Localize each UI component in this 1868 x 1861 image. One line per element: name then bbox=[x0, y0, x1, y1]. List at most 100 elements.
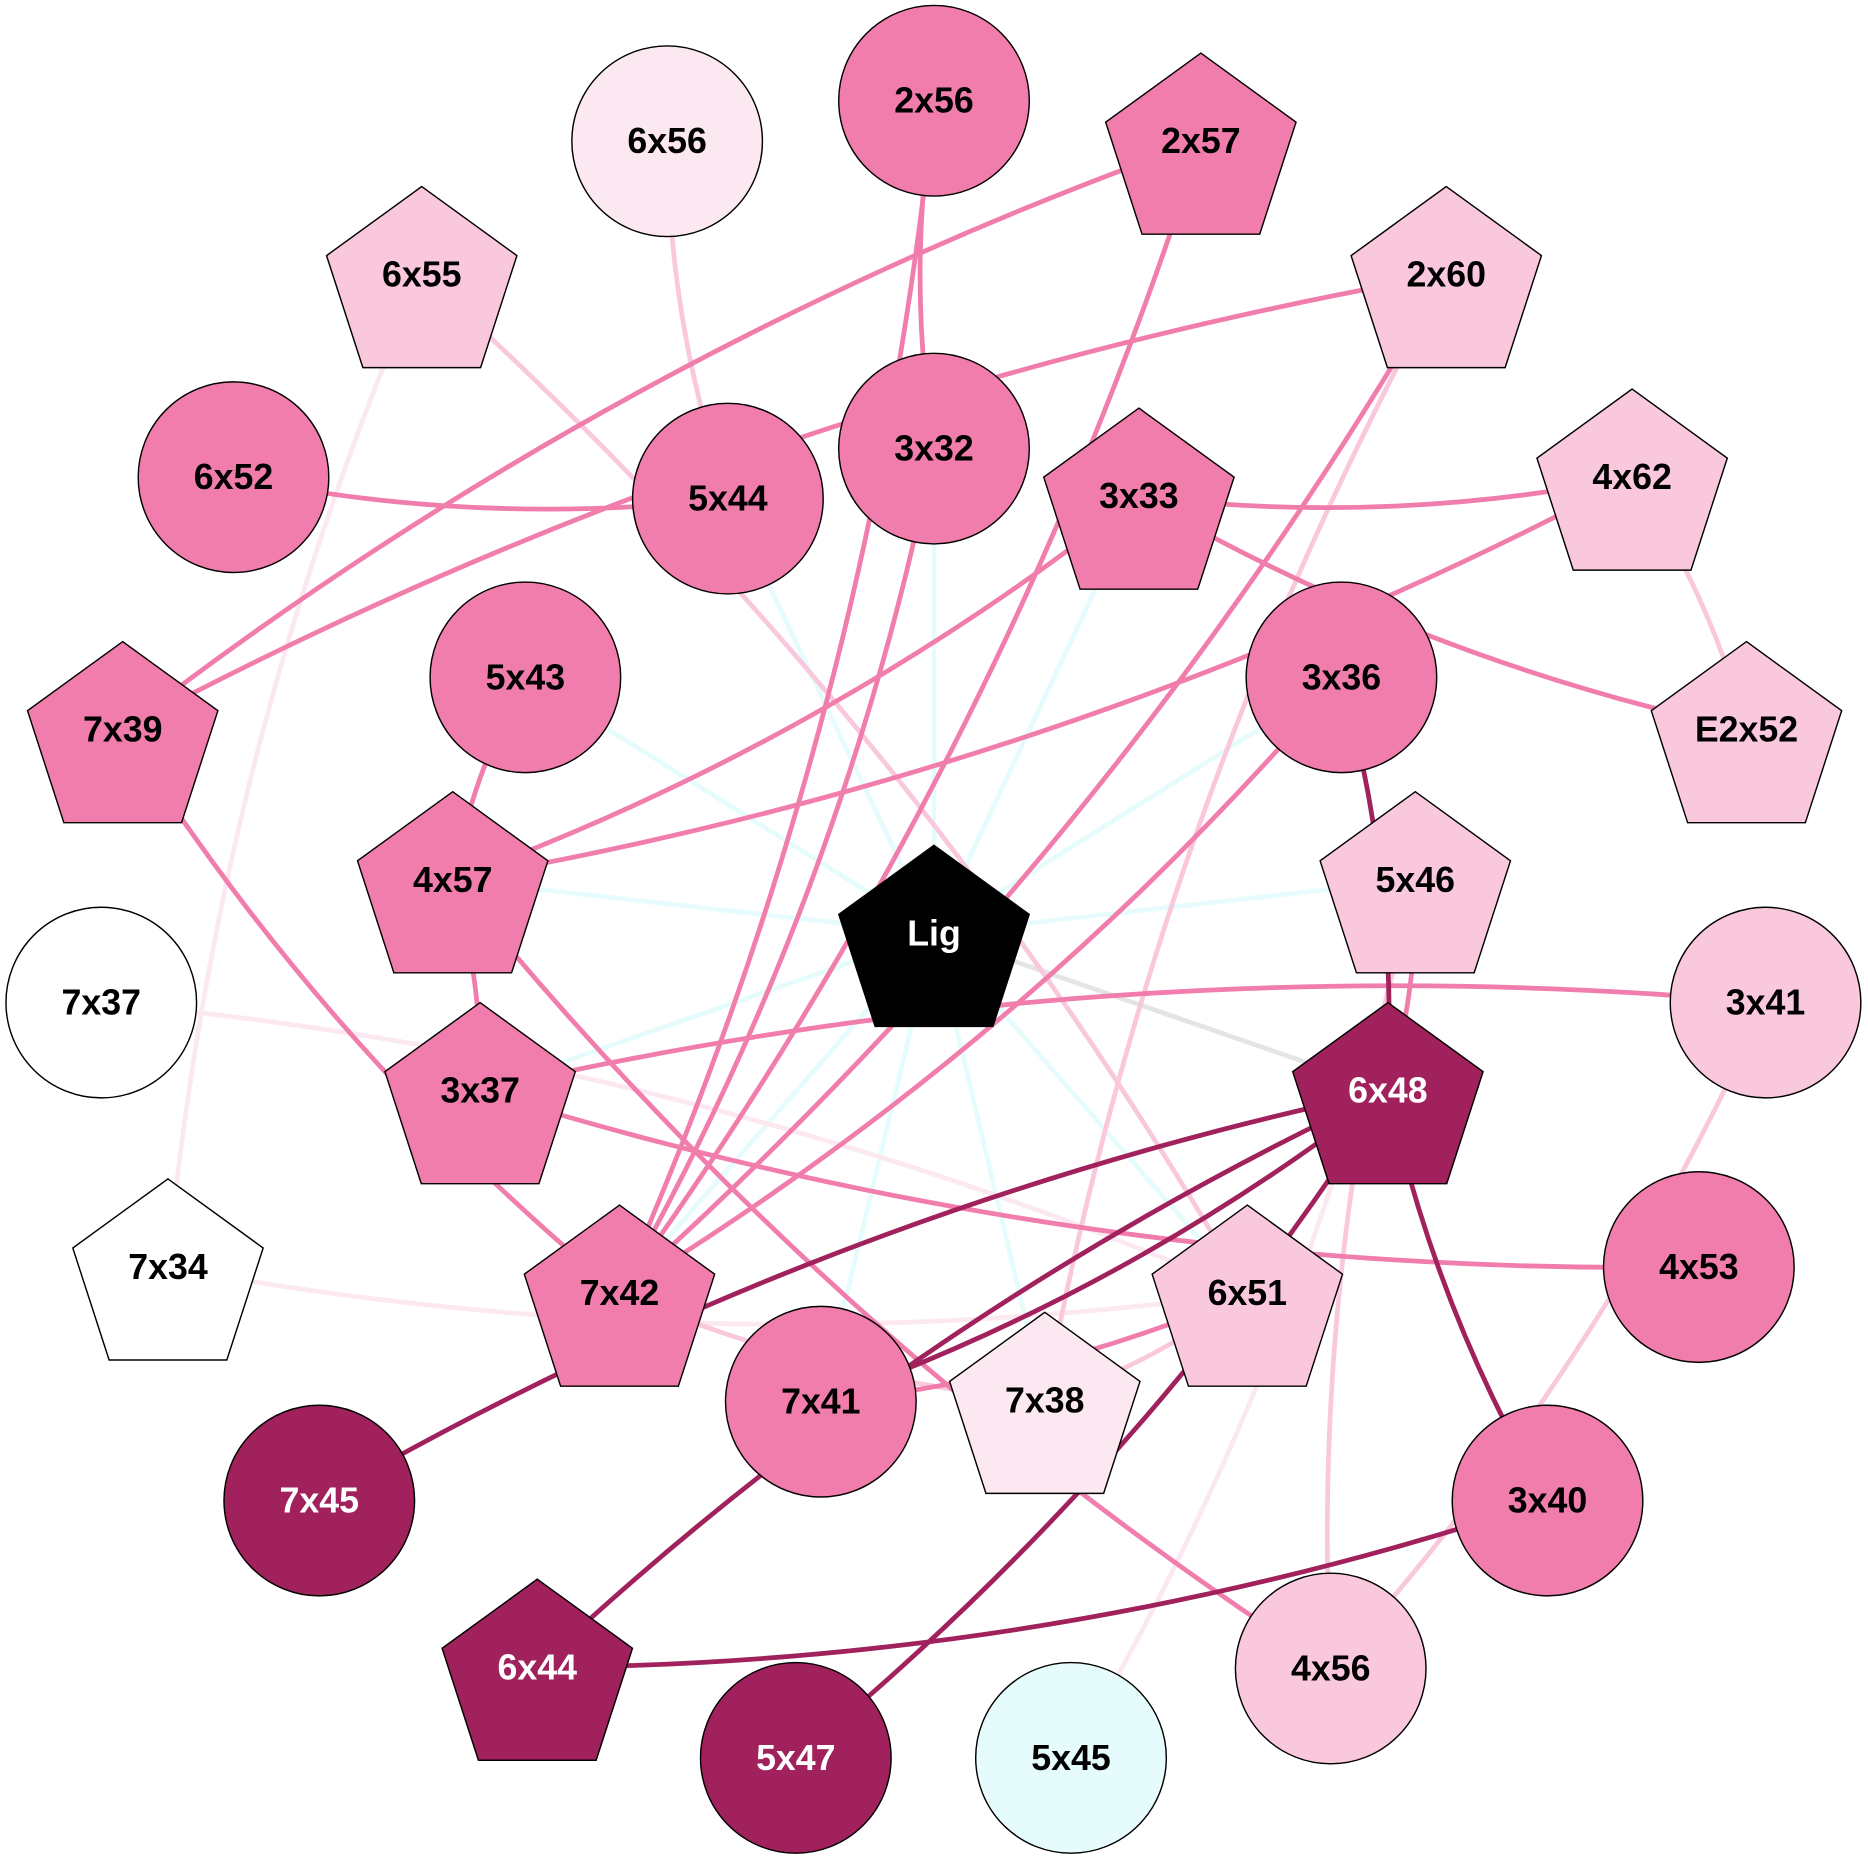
node-7x39[interactable]: 7x39 bbox=[26, 640, 219, 824]
node-pentagon-shape bbox=[71, 1178, 265, 1361]
node-circle-shape bbox=[837, 4, 1031, 197]
node-2x60[interactable]: 2x60 bbox=[1350, 185, 1543, 369]
node-6x51[interactable]: 6x51 bbox=[1151, 1204, 1344, 1387]
node-3x33[interactable]: 3x33 bbox=[1042, 407, 1235, 590]
node-circle-shape bbox=[631, 402, 824, 595]
node-3x37[interactable]: 3x37 bbox=[384, 1001, 577, 1185]
node-6x48[interactable]: 6x48 bbox=[1291, 1001, 1484, 1185]
node-circle-shape bbox=[571, 45, 764, 238]
node-7x38[interactable]: 7x38 bbox=[948, 1311, 1141, 1495]
node-4x57[interactable]: 4x57 bbox=[356, 790, 549, 974]
node-label: 6x55 bbox=[382, 255, 461, 295]
node-pentagon-shape bbox=[1350, 185, 1543, 369]
node-label: 5x45 bbox=[1031, 1738, 1110, 1778]
node-5x44[interactable]: 5x44 bbox=[631, 402, 824, 595]
node-label: 2x57 bbox=[1161, 121, 1240, 161]
edge-6x48-7x45 bbox=[318, 1088, 1389, 1503]
node-pentagon-shape bbox=[1291, 1001, 1484, 1185]
node-label: 5x43 bbox=[486, 657, 565, 697]
node-label: 4x53 bbox=[1659, 1247, 1738, 1287]
node-label: Lig bbox=[907, 913, 961, 953]
node-label: 3x37 bbox=[440, 1071, 519, 1111]
edge-3x36-7x42 bbox=[618, 675, 1344, 1296]
edge-6x48-6x44 bbox=[535, 1088, 1389, 1670]
node-pentagon-shape bbox=[1319, 790, 1512, 974]
node-Lig[interactable]: Lig bbox=[837, 844, 1031, 1028]
node-7x34[interactable]: 7x34 bbox=[71, 1178, 265, 1361]
node-6x56[interactable]: 6x56 bbox=[571, 45, 764, 238]
node-label: 7x42 bbox=[580, 1273, 659, 1313]
node-E2x52[interactable]: E2x52 bbox=[1650, 640, 1843, 824]
node-4x62[interactable]: 4x62 bbox=[1536, 388, 1729, 571]
node-3x40[interactable]: 3x40 bbox=[1451, 1404, 1644, 1597]
node-2x56[interactable]: 2x56 bbox=[837, 4, 1031, 197]
node-label: 7x34 bbox=[128, 1247, 208, 1287]
node-pentagon-shape bbox=[523, 1204, 716, 1387]
node-5x47[interactable]: 5x47 bbox=[699, 1661, 892, 1854]
edge-6x55-7x34 bbox=[165, 273, 424, 1268]
node-5x46[interactable]: 5x46 bbox=[1319, 790, 1512, 974]
node-pentagon-shape bbox=[1536, 388, 1729, 571]
edge-3x37-3x41 bbox=[479, 983, 1766, 1094]
node-7x45[interactable]: 7x45 bbox=[223, 1404, 416, 1597]
node-label: 4x56 bbox=[1291, 1649, 1370, 1689]
edge-4x57-4x56 bbox=[450, 878, 1333, 1671]
edge-2x57-7x42 bbox=[617, 140, 1204, 1295]
node-circle-shape bbox=[429, 581, 622, 774]
node-label: 5x46 bbox=[1376, 860, 1455, 900]
node-pentagon-shape bbox=[325, 185, 518, 369]
node-6x44[interactable]: 6x44 bbox=[441, 1578, 634, 1761]
edge-3x40-6x44 bbox=[537, 1498, 1549, 1670]
node-7x42[interactable]: 7x42 bbox=[523, 1204, 716, 1387]
node-7x37[interactable]: 7x37 bbox=[5, 906, 198, 1099]
node-label: 7x39 bbox=[83, 710, 162, 750]
node-2x57[interactable]: 2x57 bbox=[1104, 52, 1297, 235]
edge-2x60-7x42 bbox=[617, 273, 1449, 1296]
node-label: 4x57 bbox=[413, 860, 492, 900]
node-4x56[interactable]: 4x56 bbox=[1234, 1572, 1427, 1765]
node-pentagon-shape bbox=[1650, 640, 1843, 824]
node-label: 3x33 bbox=[1099, 476, 1178, 516]
node-7x41[interactable]: 7x41 bbox=[724, 1305, 917, 1498]
node-label: 3x41 bbox=[1726, 983, 1805, 1023]
node-circle-shape bbox=[5, 906, 198, 1099]
node-circle-shape bbox=[724, 1305, 917, 1498]
node-circle-shape bbox=[1602, 1171, 1795, 1364]
node-label: 2x56 bbox=[894, 81, 973, 121]
node-5x43[interactable]: 5x43 bbox=[429, 581, 622, 774]
node-label: E2x52 bbox=[1695, 710, 1798, 750]
edge-3x37-4x53 bbox=[479, 1088, 1699, 1270]
node-circle-shape bbox=[974, 1661, 1168, 1854]
edge-4x62-4x57 bbox=[452, 475, 1634, 883]
node-circle-shape bbox=[1234, 1572, 1427, 1765]
node-circle-shape bbox=[699, 1661, 892, 1854]
node-6x55[interactable]: 6x55 bbox=[325, 185, 518, 369]
node-pentagon-shape bbox=[384, 1001, 577, 1185]
node-pentagon-shape bbox=[441, 1578, 634, 1761]
node-3x41[interactable]: 3x41 bbox=[1669, 906, 1862, 1099]
node-pentagon-shape bbox=[1151, 1204, 1344, 1387]
node-circle-shape bbox=[137, 381, 330, 574]
edge-3x33-4x57 bbox=[451, 494, 1141, 883]
node-label: 7x37 bbox=[62, 983, 141, 1023]
node-label: 7x41 bbox=[781, 1382, 860, 1422]
edge-2x57-7x39 bbox=[121, 139, 1202, 732]
node-label: 6x51 bbox=[1208, 1273, 1287, 1313]
node-pentagon-shape bbox=[1042, 407, 1235, 590]
node-label: 3x36 bbox=[1302, 657, 1381, 697]
node-pentagon-shape bbox=[1104, 52, 1297, 235]
node-circle-shape bbox=[1451, 1404, 1644, 1597]
node-pentagon-shape bbox=[356, 790, 549, 974]
node-label: 2x60 bbox=[1407, 255, 1486, 295]
edge-3x41-4x56 bbox=[1328, 1001, 1768, 1671]
node-label: 4x62 bbox=[1592, 457, 1671, 497]
node-5x45[interactable]: 5x45 bbox=[974, 1661, 1168, 1854]
node-3x32[interactable]: 3x32 bbox=[837, 352, 1031, 545]
node-4x53[interactable]: 4x53 bbox=[1602, 1171, 1795, 1364]
node-circle-shape bbox=[1669, 906, 1862, 1099]
node-3x36[interactable]: 3x36 bbox=[1245, 581, 1438, 774]
node-6x52[interactable]: 6x52 bbox=[137, 381, 330, 574]
node-label: 7x38 bbox=[1005, 1380, 1084, 1420]
edge-7x34-6x51 bbox=[167, 1264, 1248, 1327]
